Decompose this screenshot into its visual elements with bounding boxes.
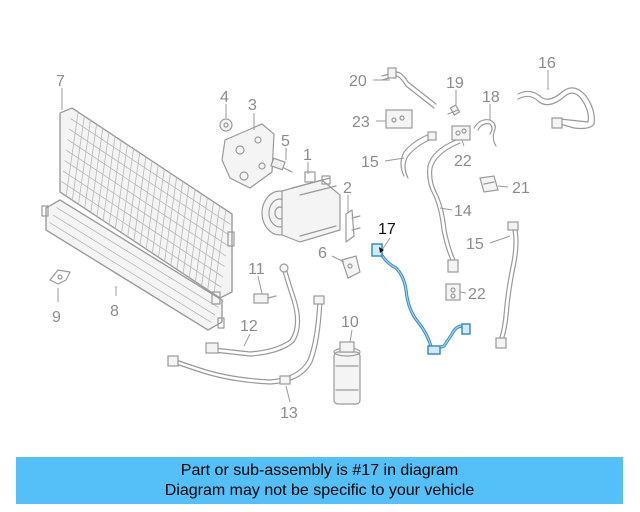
- callout-labels: 7 8 9 4 3 5 1 2 6 11 10 12 13 20 23 19 1…: [52, 55, 556, 422]
- callout-4: 4: [220, 89, 229, 106]
- callout-13: 13: [280, 405, 298, 422]
- valve-19: [447, 104, 461, 116]
- bolt-4: [219, 118, 233, 132]
- seal-kit-22-top: [451, 125, 471, 141]
- callout-17-highlighted: 17: [378, 221, 396, 238]
- compressor: [261, 171, 341, 243]
- callout-16: 16: [538, 55, 556, 72]
- plug-kit-23: [385, 109, 413, 129]
- ac-line-20: [381, 67, 437, 109]
- callout-20: 20: [349, 73, 367, 90]
- callout-22-upper: 22: [454, 153, 472, 170]
- banner-line-part-number: Part or sub-assembly is #17 in diagram: [180, 461, 459, 479]
- switch-21: [479, 175, 499, 193]
- pressure-switch-11: [253, 293, 277, 304]
- callout-6: 6: [318, 245, 327, 262]
- ac-line-14-15: [400, 131, 461, 273]
- callout-15-right: 15: [466, 236, 484, 253]
- callout-18: 18: [482, 89, 500, 106]
- callout-15-upper: 15: [361, 154, 379, 171]
- callout-1: 1: [303, 147, 312, 164]
- leader-lines: [57, 70, 549, 403]
- callout-7: 7: [56, 73, 65, 90]
- ac-line-15-right: [495, 221, 519, 349]
- callout-8: 8: [110, 303, 119, 320]
- callout-21: 21: [512, 180, 530, 197]
- info-banner: Part or sub-assembly is #17 in diagram D…: [16, 457, 623, 504]
- ac-line-12-13: [167, 263, 325, 385]
- seal-kit-22-lower: [445, 283, 461, 301]
- callout-14: 14: [454, 203, 472, 220]
- bolt-5: [270, 157, 293, 173]
- bracket-9: [49, 269, 71, 285]
- callout-12: 12: [240, 318, 258, 335]
- hose-16: [517, 87, 595, 130]
- callout-10: 10: [341, 314, 359, 331]
- callout-2: 2: [343, 180, 352, 197]
- callout-9: 9: [52, 309, 61, 326]
- condenser-assembly: [41, 107, 235, 331]
- banner-line-disclaimer: Diagram may not be specific to your vehi…: [164, 481, 475, 499]
- callout-11: 11: [248, 261, 265, 278]
- callout-19: 19: [446, 75, 464, 92]
- receiver-drier-10: [333, 341, 361, 405]
- hose-18: [473, 119, 497, 147]
- callout-23: 23: [352, 114, 370, 131]
- bracket-2: [345, 209, 361, 243]
- parts-diagram: 7 8 9 4 3 5 1 2 6 11 10 12 13 20 23 19 1…: [41, 55, 595, 422]
- callout-5: 5: [281, 133, 290, 150]
- bracket-6: [341, 255, 361, 279]
- mounting-bracket-3: [221, 123, 275, 189]
- callout-3: 3: [248, 97, 257, 114]
- callout-22-lower: 22: [468, 286, 486, 303]
